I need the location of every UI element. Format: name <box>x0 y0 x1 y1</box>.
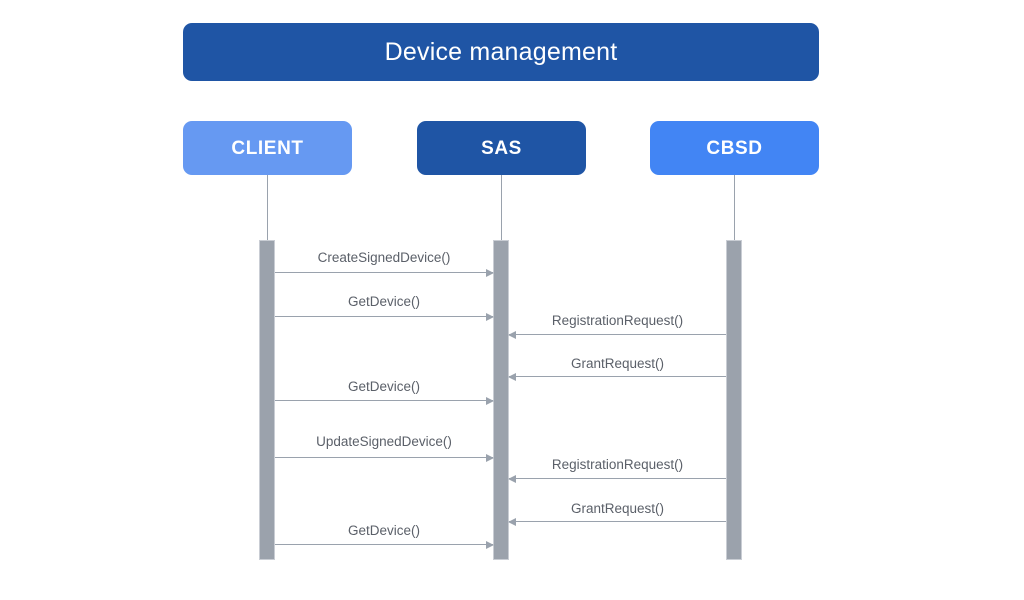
arrow-right-icon <box>486 268 494 277</box>
message-arrow-3 <box>508 330 726 339</box>
arrow-left-icon <box>508 474 516 483</box>
message-arrow-7 <box>508 474 726 483</box>
message-label-1: CreateSignedDevice() <box>317 250 451 265</box>
arrow-right-icon <box>486 540 494 549</box>
participant-label: SAS <box>481 137 522 159</box>
message-arrow-2 <box>275 312 494 321</box>
participant-cbsd[interactable]: CBSD <box>650 121 819 175</box>
participant-label: CLIENT <box>231 137 304 159</box>
arrow-right-icon <box>486 396 494 405</box>
activation-bar-cbsd <box>726 240 742 560</box>
message-label-6: UpdateSignedDevice() <box>316 434 452 449</box>
message-arrow-6 <box>275 453 494 462</box>
arrow-left-icon <box>508 517 516 526</box>
lifeline-sas <box>501 175 502 240</box>
message-arrow-4 <box>508 372 726 381</box>
arrow-right-icon <box>486 312 494 321</box>
participant-label: CBSD <box>706 137 763 159</box>
activation-bar-sas <box>493 240 509 560</box>
message-label-7: RegistrationRequest() <box>551 457 684 472</box>
message-label-8: GrantRequest() <box>570 501 665 516</box>
arrow-right-icon <box>486 453 494 462</box>
message-arrow-8 <box>508 517 726 526</box>
message-label-2: GetDevice() <box>347 294 421 309</box>
arrow-left-icon <box>508 372 516 381</box>
message-label-3: RegistrationRequest() <box>551 313 684 328</box>
message-label-9: GetDevice() <box>347 523 421 538</box>
diagram-title-text: Device management <box>384 37 618 66</box>
message-arrow-9 <box>275 540 494 549</box>
message-arrow-5 <box>275 396 494 405</box>
lifeline-client <box>267 175 268 240</box>
diagram-title-banner: Device management <box>183 23 819 81</box>
activation-bar-client <box>259 240 275 560</box>
message-label-4: GrantRequest() <box>570 356 665 371</box>
message-arrow-1 <box>275 268 494 277</box>
participant-client[interactable]: CLIENT <box>183 121 352 175</box>
lifeline-cbsd <box>734 175 735 240</box>
arrow-left-icon <box>508 330 516 339</box>
participant-sas[interactable]: SAS <box>417 121 586 175</box>
message-label-5: GetDevice() <box>347 379 421 394</box>
